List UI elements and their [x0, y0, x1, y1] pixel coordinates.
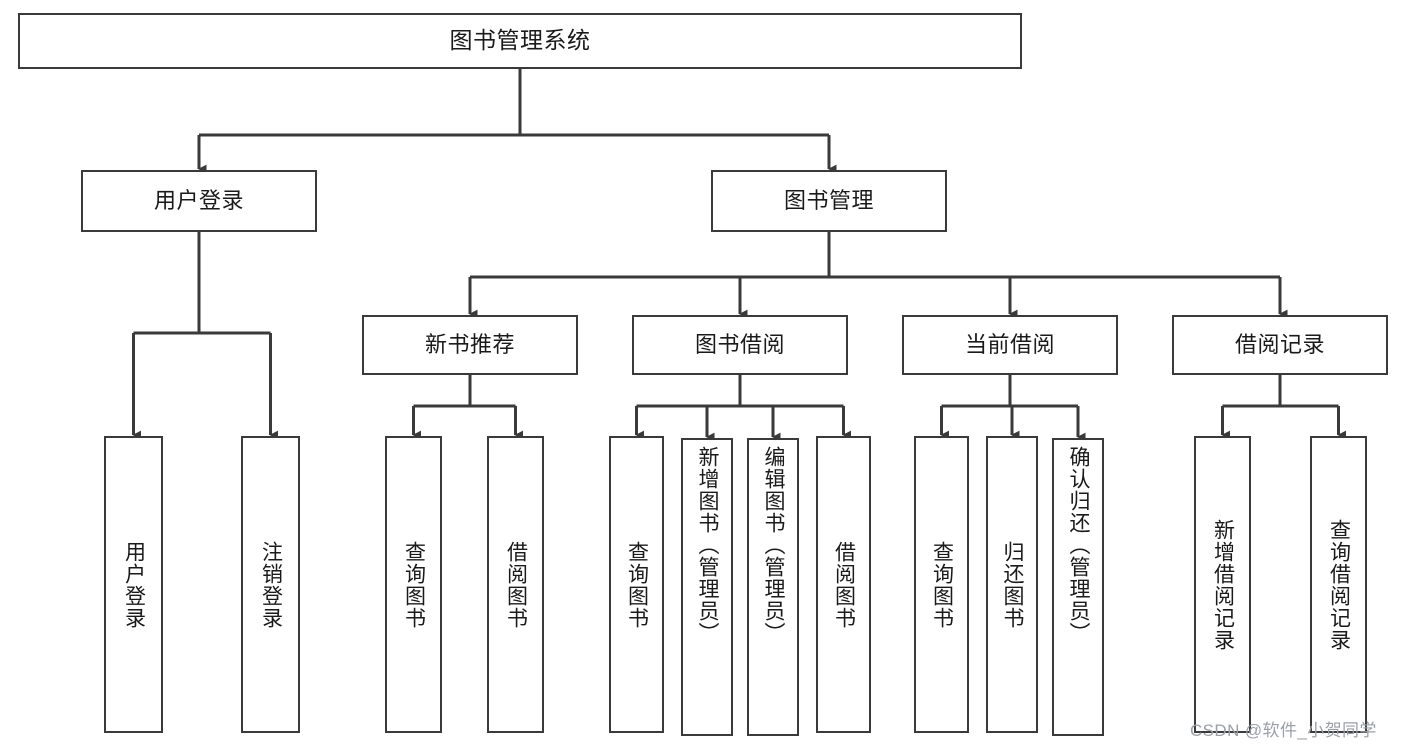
node-leaf-rec-query[interactable]: 查询图书	[385, 436, 442, 733]
node-label: 编辑图书（管理员）	[762, 446, 786, 644]
node-book-borrow[interactable]: 图书借阅	[632, 315, 848, 375]
node-label: 新书推荐	[424, 331, 515, 357]
node-label: 查询借阅记录	[1327, 518, 1351, 651]
watermark-csdn: CSDN @软件_小贺同学	[1190, 721, 1377, 740]
node-label: 用户登录	[153, 187, 244, 213]
node-label: 图书管理	[783, 187, 874, 213]
node-label: 查询图书	[402, 540, 426, 629]
node-leaf-rec-query2[interactable]: 查询借阅记录	[1310, 436, 1367, 733]
node-leaf-rec-borrow[interactable]: 借阅图书	[487, 436, 544, 733]
node-label: 当前借阅	[964, 331, 1055, 357]
node-current-borrow[interactable]: 当前借阅	[902, 315, 1118, 375]
edges-group	[132, 69, 1347, 442]
node-leaf-borrow-lend[interactable]: 借阅图书	[816, 436, 871, 733]
node-leaf-cur-confirm[interactable]: 确认归还（管理员）	[1052, 438, 1104, 736]
node-label: 确认归还（管理员）	[1067, 446, 1091, 644]
node-leaf-borrow-edit[interactable]: 编辑图书（管理员）	[747, 438, 799, 736]
node-label: 注销登录	[259, 540, 283, 629]
node-label: 新增图书（管理员）	[696, 446, 720, 644]
node-root-main[interactable]: 图书管理系统	[18, 13, 1022, 69]
node-label: 图书管理系统	[449, 27, 591, 54]
node-label: 借阅记录	[1234, 331, 1325, 357]
node-label: 图书借阅	[694, 331, 785, 357]
node-user-login[interactable]: 用户登录	[81, 170, 317, 232]
node-leaf-user-logout[interactable]: 注销登录	[241, 436, 300, 733]
node-leaf-rec-add[interactable]: 新增借阅记录	[1194, 436, 1251, 733]
node-label: 新增借阅记录	[1211, 518, 1235, 651]
node-new-book-rec[interactable]: 新书推荐	[362, 315, 578, 375]
node-borrow-record[interactable]: 借阅记录	[1172, 315, 1388, 375]
node-label: 查询图书	[625, 540, 649, 629]
node-label: 借阅图书	[504, 540, 528, 629]
node-leaf-borrow-add[interactable]: 新增图书（管理员）	[681, 438, 733, 736]
node-label: 借阅图书	[832, 540, 856, 629]
node-label: 用户登录	[122, 540, 146, 629]
node-leaf-user-login[interactable]: 用户登录	[104, 436, 163, 733]
node-leaf-borrow-query[interactable]: 查询图书	[609, 436, 664, 733]
node-label: 查询图书	[930, 540, 954, 629]
node-book-manage[interactable]: 图书管理	[711, 170, 947, 232]
node-label: 归还图书	[1001, 540, 1025, 629]
node-leaf-cur-query[interactable]: 查询图书	[914, 436, 969, 733]
node-leaf-cur-return[interactable]: 归还图书	[986, 436, 1038, 733]
